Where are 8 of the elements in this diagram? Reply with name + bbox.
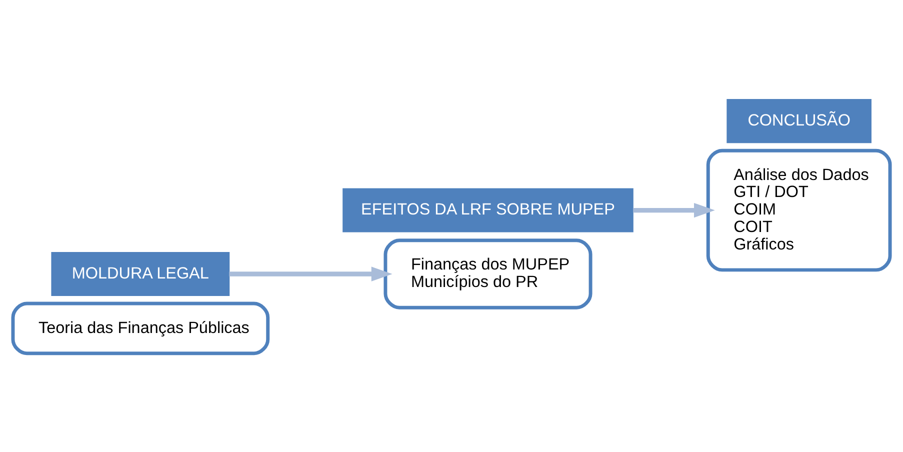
node-box: Finanças dos MUPEP Municípios do PR bbox=[384, 238, 592, 309]
arrow bbox=[633, 202, 715, 218]
node-box: CONCLUSÃO bbox=[726, 98, 872, 143]
arrow bbox=[229, 266, 392, 281]
node-box: MOLDURA LEGAL bbox=[51, 251, 230, 296]
node-box: EFEITOS DA LRF SOBRE MUPEP bbox=[342, 188, 634, 232]
node-box: Teoria das Finanças Públicas bbox=[11, 301, 270, 355]
node-box: Análise dos Dados GTI / DOT COIM COIT Gráficos bbox=[706, 148, 892, 272]
